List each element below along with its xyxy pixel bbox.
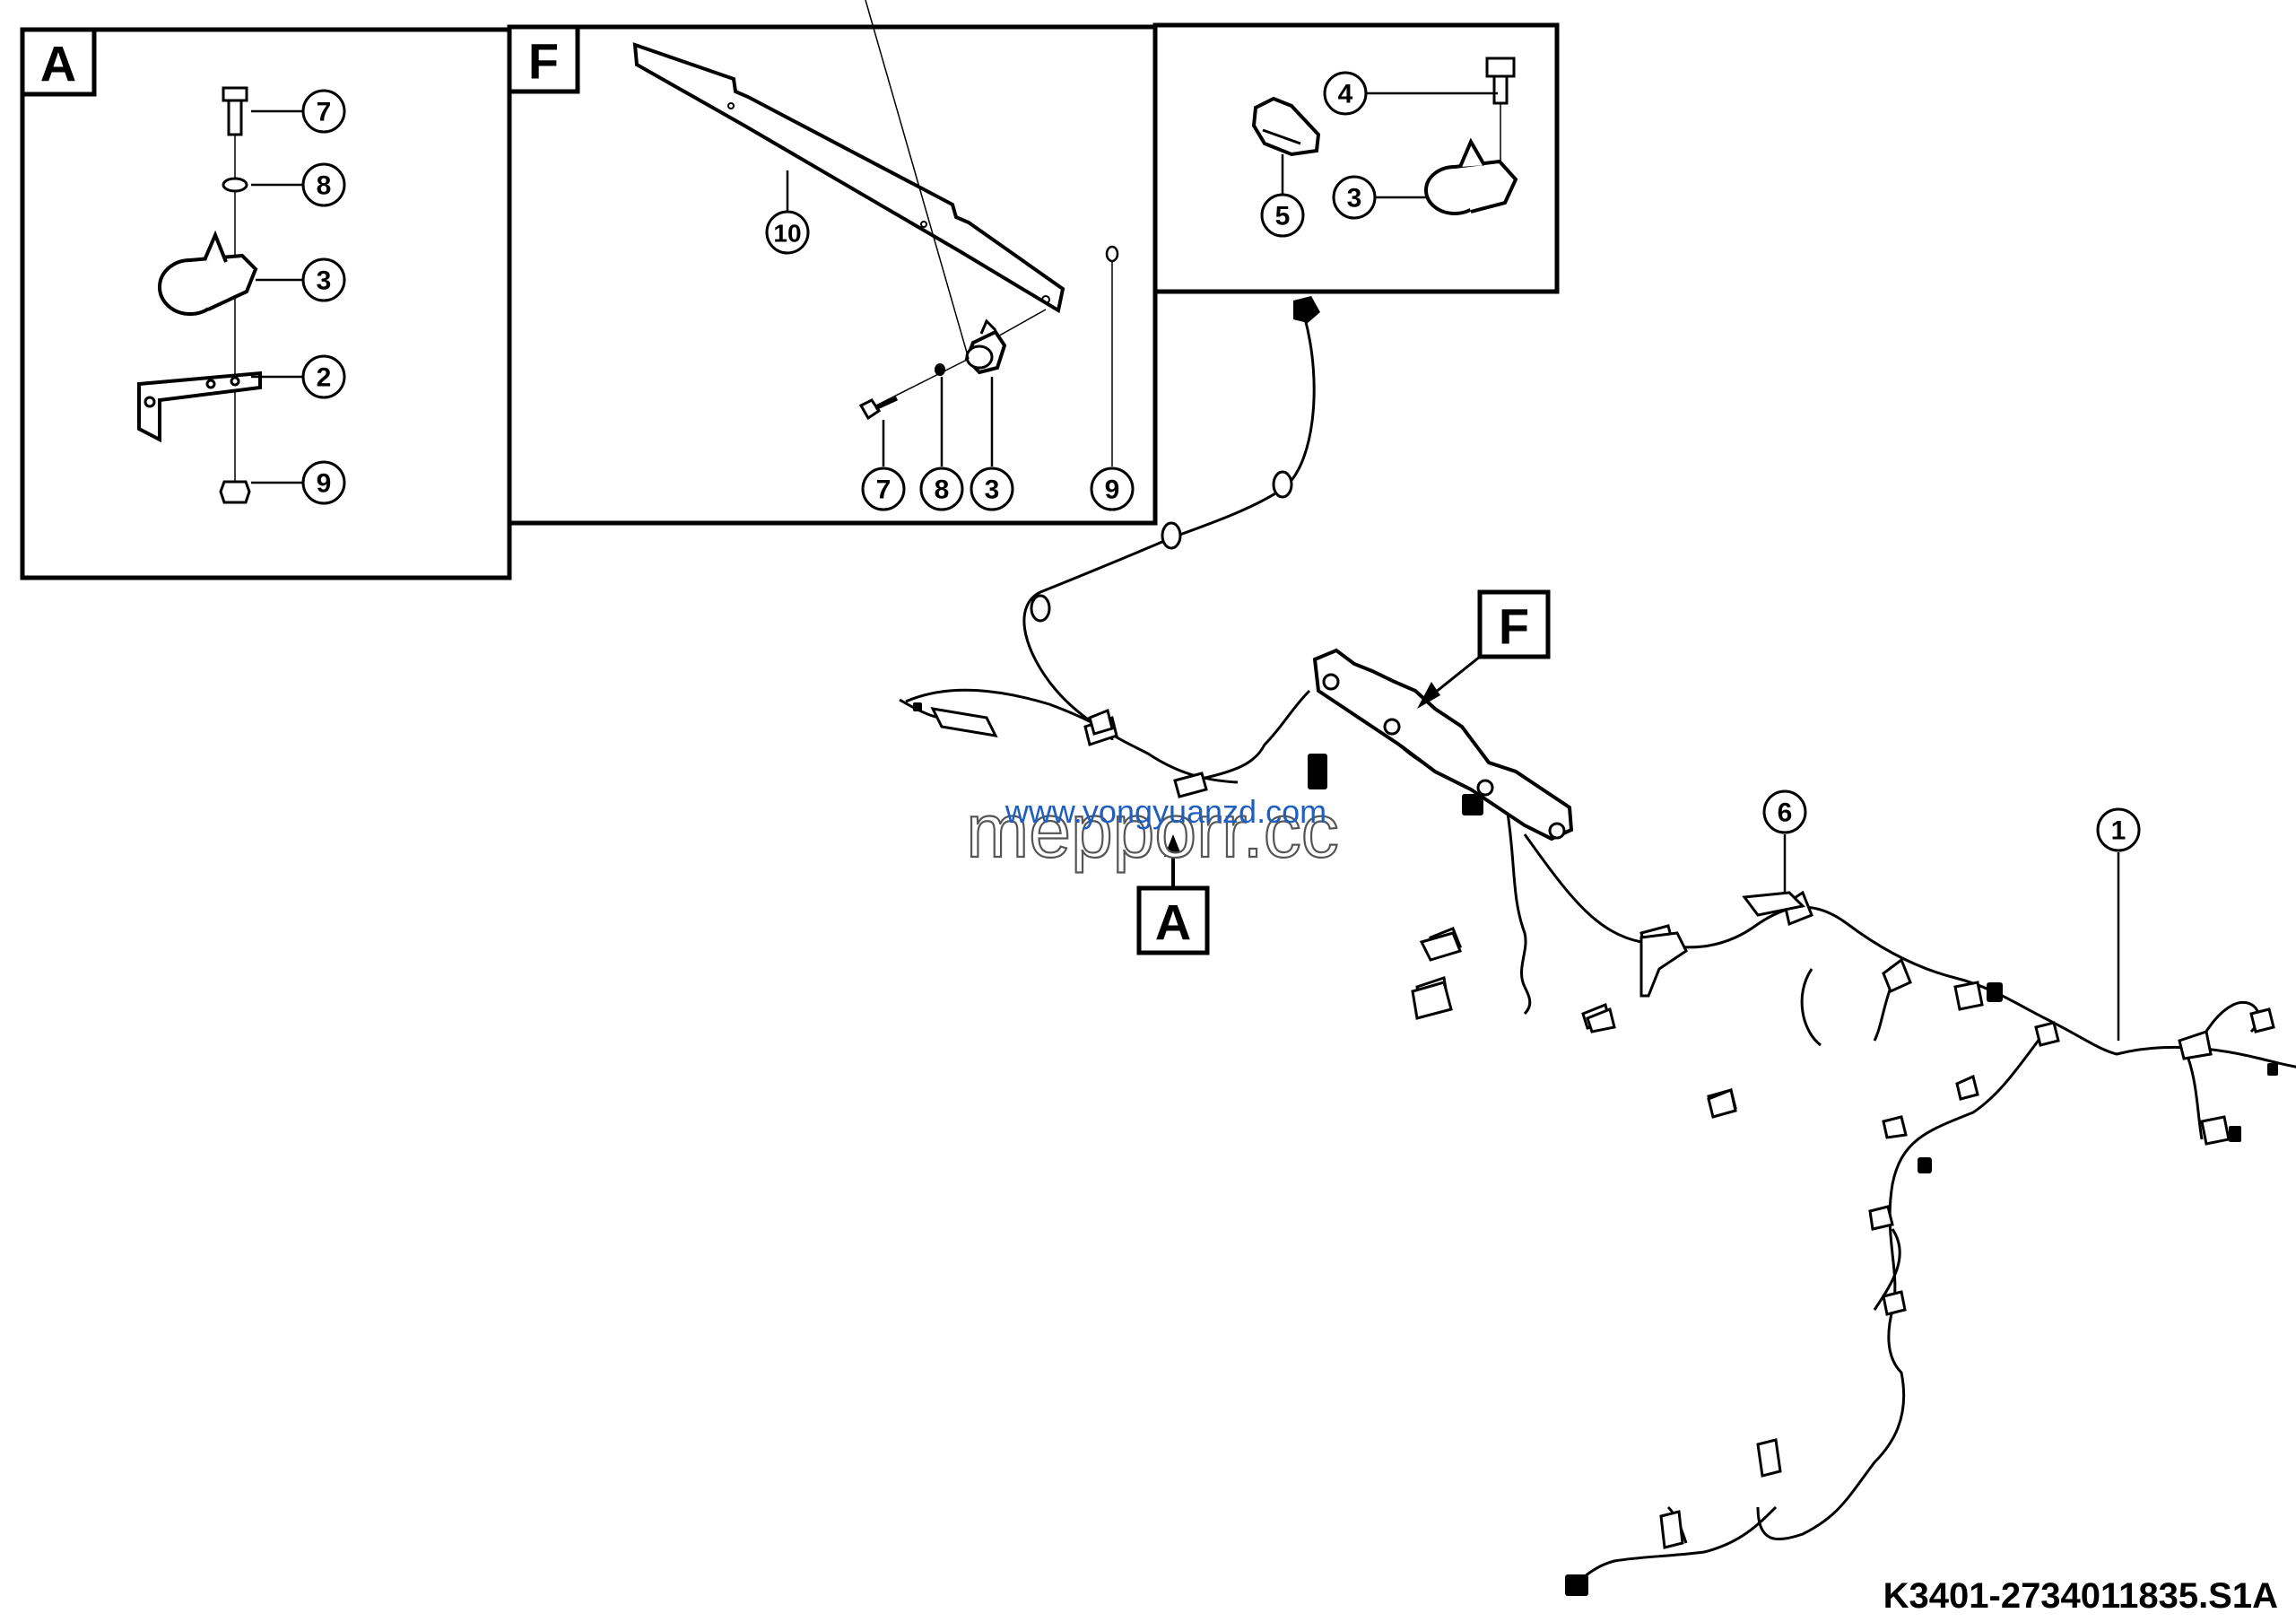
svg-text:6: 6 bbox=[1778, 798, 1793, 828]
nut-icon bbox=[1105, 245, 1119, 263]
inset-box-a: A 7 8 3 2 bbox=[20, 27, 512, 580]
harness-clips bbox=[1030, 470, 2275, 1549]
svg-text:7: 7 bbox=[317, 98, 332, 127]
washer-icon bbox=[935, 363, 945, 376]
inset-f-letter: F bbox=[528, 33, 559, 90]
svg-text:9: 9 bbox=[317, 469, 332, 499]
clamp-icon bbox=[1424, 137, 1518, 215]
svg-text:3: 3 bbox=[317, 266, 332, 296]
inset-a-letter: A bbox=[40, 36, 76, 92]
svg-text:1: 1 bbox=[2111, 816, 2126, 846]
support-rail bbox=[1312, 648, 1574, 842]
part-callout: 8 bbox=[301, 162, 346, 207]
part-callout: 9 bbox=[301, 460, 346, 505]
svg-text:4: 4 bbox=[1338, 80, 1353, 109]
part-callout: 8 bbox=[919, 467, 964, 511]
part-callout: 1 bbox=[2096, 807, 2141, 1041]
svg-text:7: 7 bbox=[876, 475, 891, 505]
part-callout: 6 bbox=[1762, 789, 1807, 893]
part-callout: 5 bbox=[1260, 193, 1305, 238]
svg-text:9: 9 bbox=[1105, 475, 1120, 505]
svg-text:10: 10 bbox=[773, 220, 801, 248]
svg-text:2: 2 bbox=[317, 363, 332, 393]
svg-text:5: 5 bbox=[1275, 202, 1291, 231]
part-callout: 2 bbox=[301, 354, 346, 399]
bracket-icon bbox=[137, 371, 262, 443]
watermark-url: www.yongyuanzd.com bbox=[1004, 793, 1326, 830]
part-callout: 3 bbox=[1332, 175, 1377, 220]
detail-callout-f: F bbox=[1417, 589, 1551, 709]
loose-clamps bbox=[1411, 931, 1737, 1119]
sheet-code: K3401-2734011835.S1A bbox=[1883, 1576, 2278, 1616]
clamp-icon bbox=[158, 230, 258, 316]
harness-bracket-icon bbox=[1742, 891, 1806, 917]
inset-box-f: F 10 7 bbox=[507, 0, 1158, 526]
part-callout: 4 bbox=[1323, 71, 1368, 116]
bolt-icon bbox=[222, 86, 248, 136]
svg-text:3: 3 bbox=[985, 475, 1000, 505]
clamp-icon bbox=[964, 318, 1007, 375]
part-callout: 3 bbox=[301, 257, 346, 302]
svg-text:F: F bbox=[1499, 598, 1529, 655]
detail-callout-a: A bbox=[1136, 834, 1210, 955]
bracket-icon bbox=[1639, 931, 1688, 998]
part-callout: 7 bbox=[861, 467, 906, 511]
washer-icon bbox=[222, 177, 248, 193]
connector-cap-icon bbox=[1251, 96, 1321, 157]
svg-text:A: A bbox=[1155, 894, 1191, 951]
inset-box-connector: 4 5 3 bbox=[1152, 22, 1560, 294]
cable-strip-icon bbox=[930, 707, 998, 737]
part-callout: 9 bbox=[1090, 467, 1135, 511]
harness-connectors bbox=[913, 296, 2278, 1596]
svg-text:8: 8 bbox=[935, 475, 950, 505]
rail-icon bbox=[632, 42, 1065, 314]
nut-icon bbox=[219, 480, 251, 504]
bolt-icon bbox=[1485, 57, 1516, 105]
part-callout: 7 bbox=[301, 89, 346, 134]
part-callout: 10 bbox=[765, 210, 810, 255]
svg-text:8: 8 bbox=[317, 171, 332, 201]
part-callout: 3 bbox=[970, 467, 1014, 511]
svg-text:3: 3 bbox=[1347, 184, 1362, 214]
watermark-brand: mepporr.cc bbox=[966, 789, 1339, 873]
bolt-icon bbox=[858, 396, 899, 421]
